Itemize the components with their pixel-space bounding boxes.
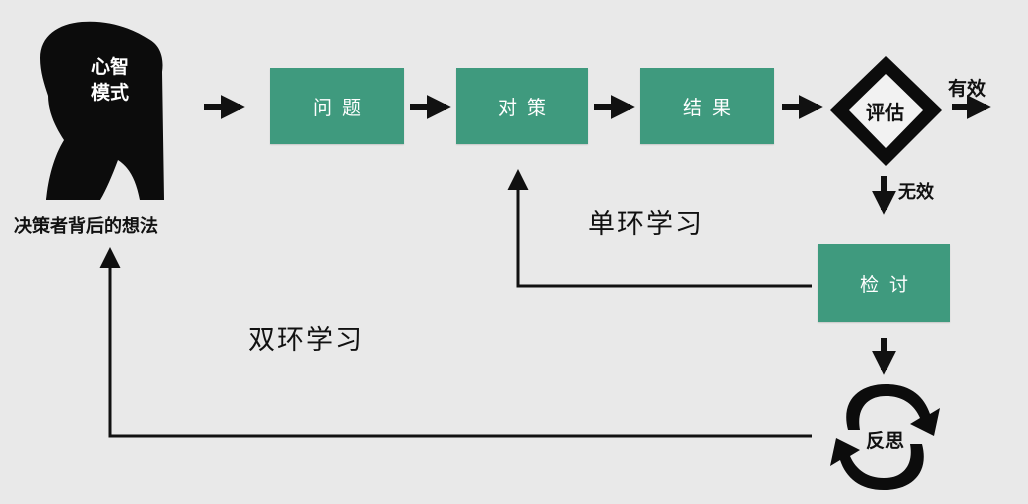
review-label: 检讨 xyxy=(859,273,918,296)
step-box-problem: 问题 xyxy=(270,68,404,144)
evaluate-label: 评估 xyxy=(866,102,905,124)
reflect-label: 反思 xyxy=(866,430,905,452)
step-label-result: 结果 xyxy=(682,96,741,119)
step-box-result: 结果 xyxy=(640,68,774,144)
ineffective-label: 无效 xyxy=(898,182,934,203)
review-box: 检讨 xyxy=(818,244,950,322)
step-label-countermeasure: 对策 xyxy=(497,96,556,119)
flow-arrows xyxy=(204,95,991,375)
step-label-problem: 问题 xyxy=(312,96,371,119)
reflect-cycle-icon xyxy=(830,384,940,490)
mental-model-label: 心智 模式 xyxy=(80,54,140,106)
double-loop-label: 双环学习 xyxy=(248,325,364,356)
single-loop-arrow xyxy=(507,169,812,288)
mental-model-line2: 模式 xyxy=(90,82,129,104)
evaluate-diamond xyxy=(830,56,942,166)
step-box-countermeasure: 对策 xyxy=(456,68,588,144)
single-loop-label: 单环学习 xyxy=(588,209,704,240)
decision-maker-caption: 决策者背后的想法 xyxy=(14,216,158,237)
thinker-silhouette-icon xyxy=(40,21,164,201)
effective-label: 有效 xyxy=(948,78,987,100)
mental-model-line1: 心智 xyxy=(90,56,129,78)
double-loop-arrow xyxy=(99,247,812,438)
